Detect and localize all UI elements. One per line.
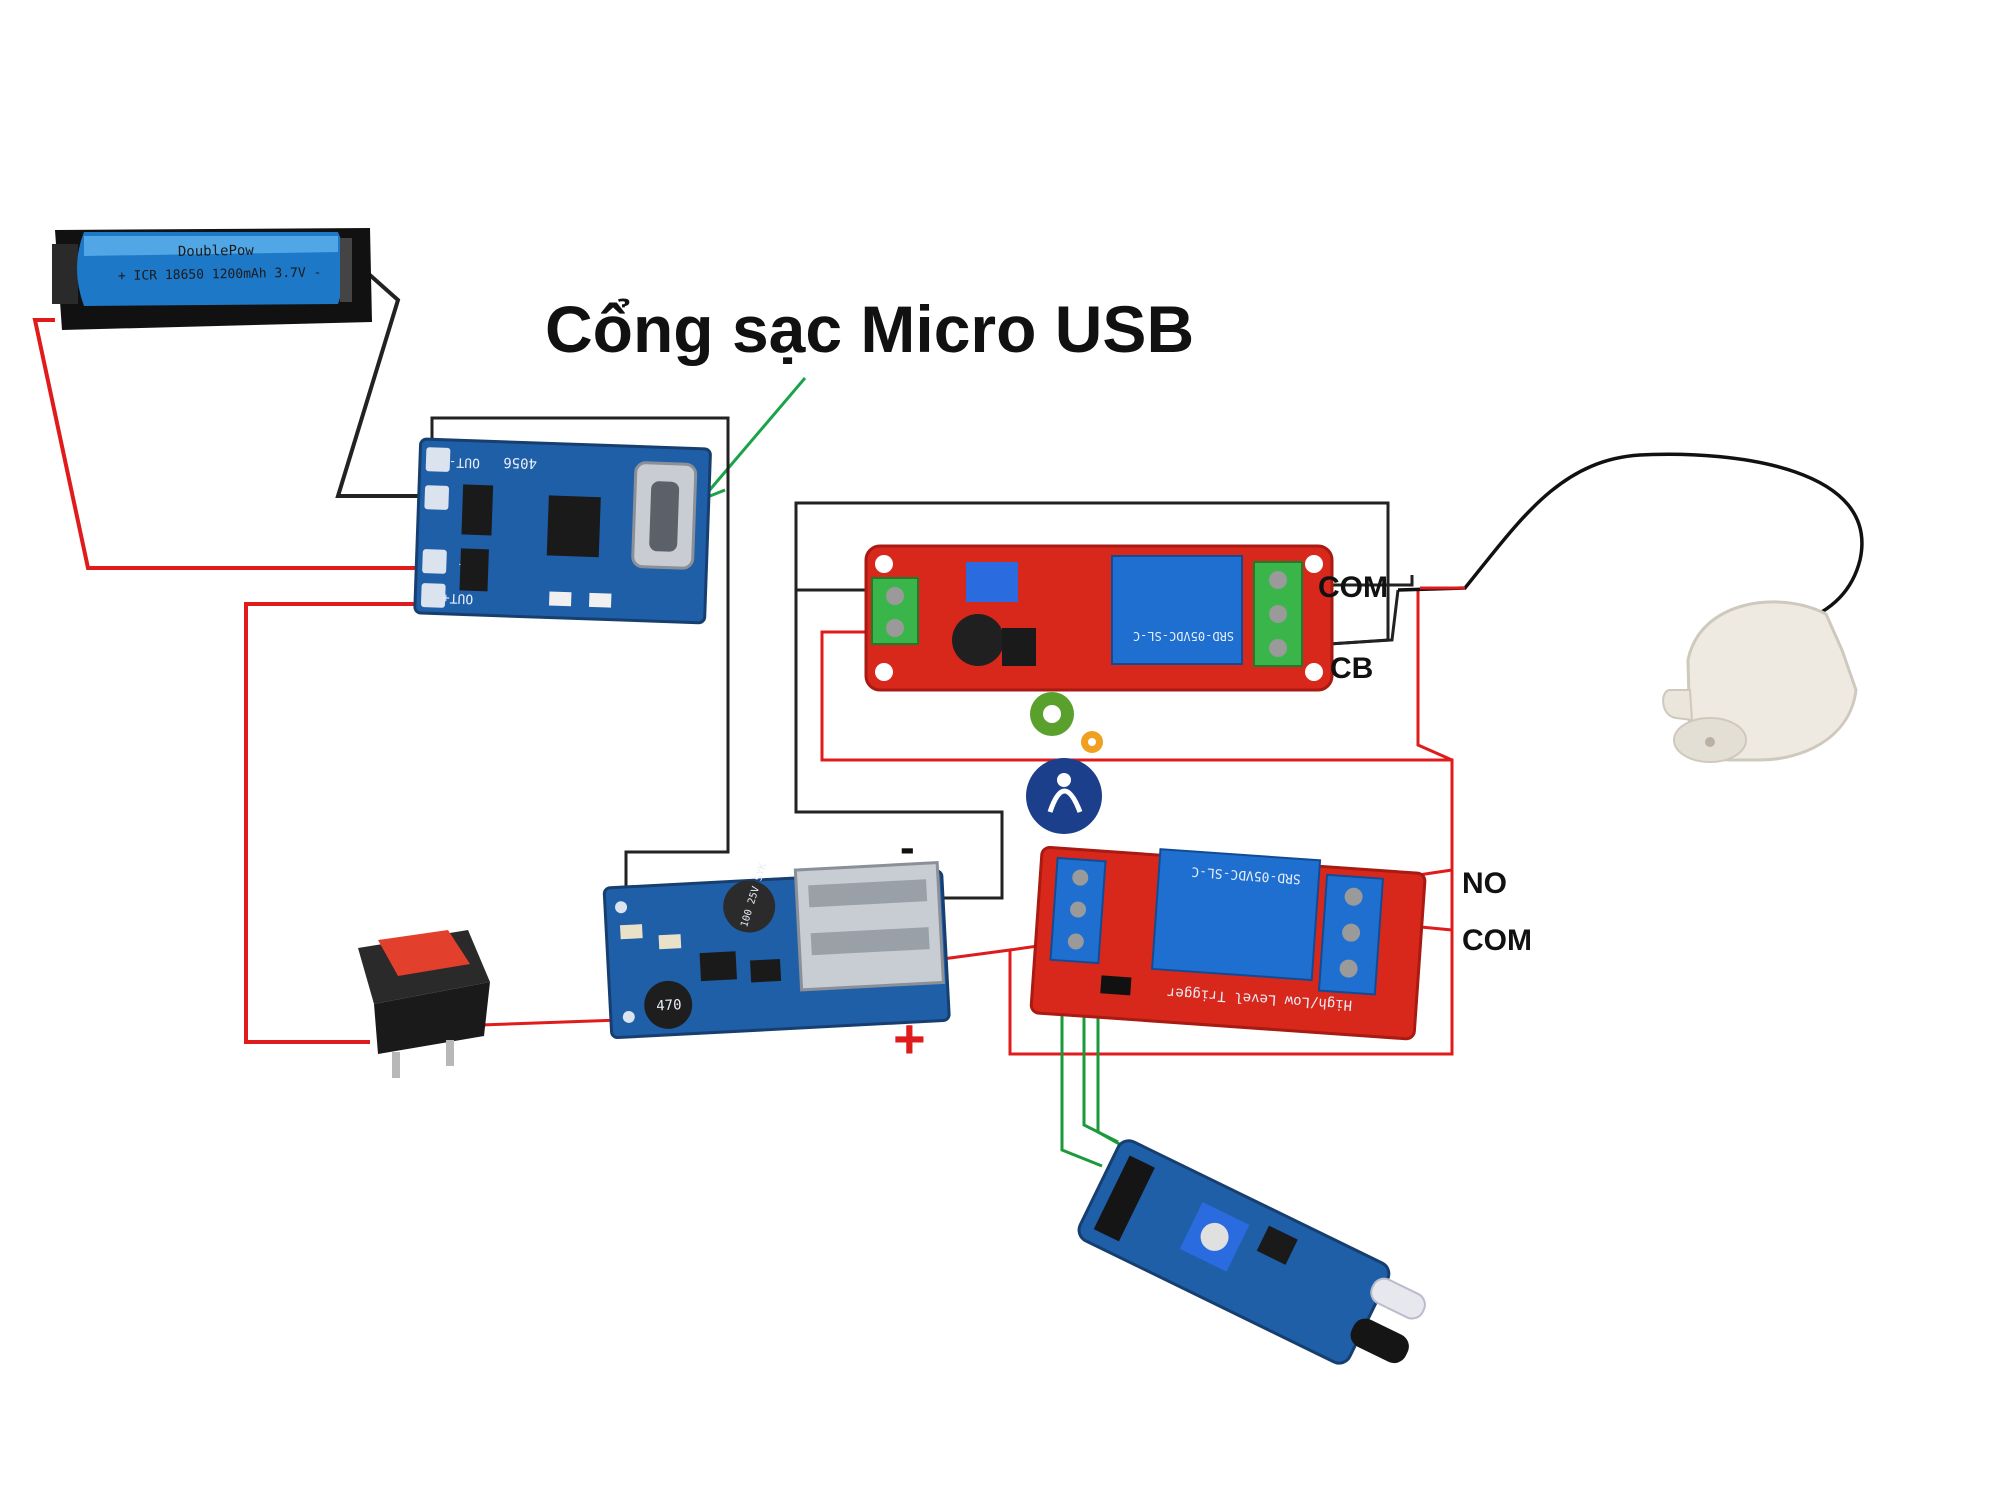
charger-pin-1: OUT- xyxy=(448,454,480,470)
timer-relay-text: SRD-05VDC-SL-C xyxy=(1133,629,1234,643)
sensor-relay-module: SRD-05VDC-SL-C High/Low Level Trigger xyxy=(1029,845,1427,1041)
timer-relay-com-label: COM xyxy=(1318,571,1388,604)
page-title: Cổng sạc Micro USB xyxy=(545,292,1194,366)
battery-spec: + ICR 18650 1200mAh 3.7V - xyxy=(118,265,322,284)
charger-chip-label: 4056 xyxy=(503,454,537,471)
logo-gear-icon xyxy=(1026,692,1103,834)
timer-relay-module: SRD-05VDC-SL-C xyxy=(864,544,1334,692)
wire-boost-positive xyxy=(820,630,1454,1056)
sensor-relay-com-label: COM xyxy=(1462,924,1532,957)
charger-pin-4: OUT+ xyxy=(441,590,473,606)
battery-icon: DoublePow + ICR 18650 1200mAh 3.7V - xyxy=(52,228,372,330)
wire-timer-cb xyxy=(1311,589,1400,647)
wire-boost-negative xyxy=(794,501,1390,900)
boost-minus-sign: - xyxy=(900,823,915,872)
timer-relay-cb-label: CB xyxy=(1330,652,1373,685)
sensor-relay-no-label: NO xyxy=(1462,867,1507,900)
boost-module: 100 25V SYK 470 xyxy=(602,861,951,1040)
charger-module: OUT- B- B+ OUT+ 4056 xyxy=(413,437,712,625)
wires xyxy=(32,266,1864,1168)
wire-charger-out-negative xyxy=(430,416,730,896)
annotation-arrow xyxy=(698,377,807,502)
boost-inductor-label: 470 xyxy=(656,997,682,1014)
boost-plus-sign: + xyxy=(893,1007,926,1070)
battery-brand: DoublePow xyxy=(178,243,255,260)
ir-sensor-module xyxy=(1077,1139,1426,1365)
charger-pads xyxy=(420,447,451,608)
wire-charger-out-positive xyxy=(244,602,436,1044)
rocker-switch-icon xyxy=(358,930,490,1078)
water-pump-icon xyxy=(1662,600,1858,763)
wire-timer-com xyxy=(1312,575,1414,587)
wire-pump-lead xyxy=(1397,452,1864,624)
wire-battery-negative xyxy=(335,266,436,498)
wire-pump-red xyxy=(1416,590,1453,762)
wire-battery-positive xyxy=(32,318,436,570)
